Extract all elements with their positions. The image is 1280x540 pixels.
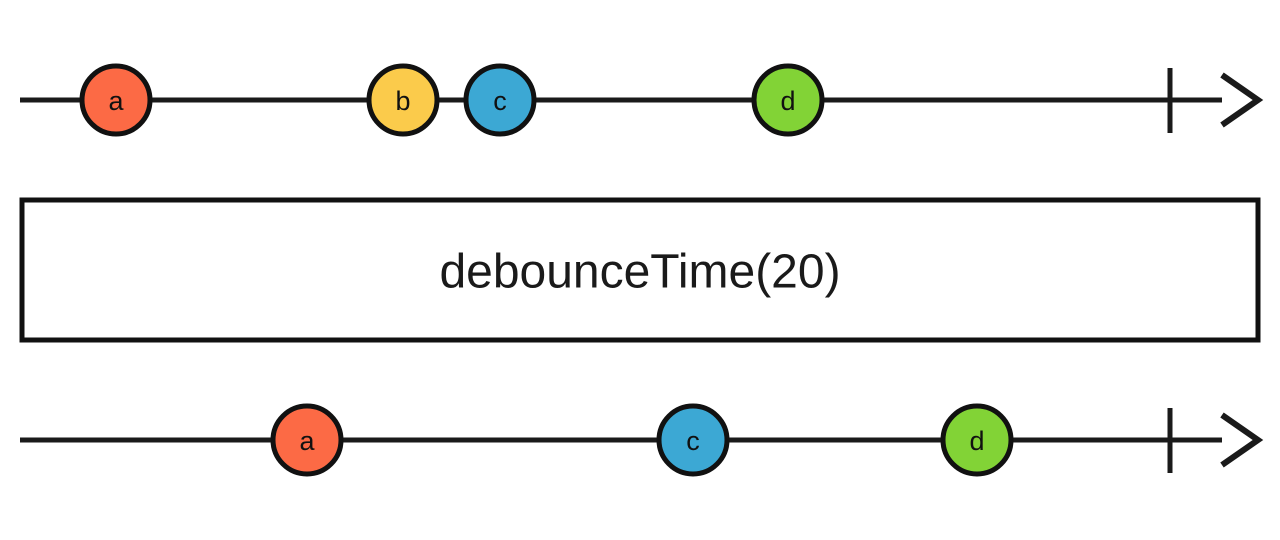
source-marble-c[interactable]: c [463, 63, 537, 137]
result-arrow-head [1220, 412, 1264, 468]
marble-label: a [108, 86, 124, 116]
result-marble-d[interactable]: d [940, 403, 1014, 477]
marble-circle [366, 63, 440, 137]
marble-label: c [493, 86, 507, 116]
marble-label: d [969, 426, 984, 456]
marble-circle [940, 403, 1014, 477]
source-marble-d[interactable]: d [751, 63, 825, 137]
marble-circle [270, 403, 344, 477]
source-marble-a[interactable]: a [79, 63, 153, 137]
operator-box-rect [19, 197, 1261, 343]
marble-label: b [395, 86, 410, 116]
source-marble-b[interactable]: b [366, 63, 440, 137]
result-timeline: a c d [20, 403, 1264, 477]
marble-label: d [780, 86, 795, 116]
result-marble-c[interactable]: c [656, 403, 730, 477]
marble-label: c [686, 426, 700, 456]
source-timeline: a b c d [20, 63, 1264, 137]
operator-label: debounceTime(20) [439, 246, 840, 299]
result-marble-a[interactable]: a [270, 403, 344, 477]
marble-circle [79, 63, 153, 137]
marble-circle [751, 63, 825, 137]
operator-box[interactable]: debounceTime(20) [19, 197, 1261, 343]
source-arrow-head [1220, 72, 1264, 128]
marble-circle [656, 403, 730, 477]
marble-circle [463, 63, 537, 137]
marble-label: a [299, 426, 315, 456]
